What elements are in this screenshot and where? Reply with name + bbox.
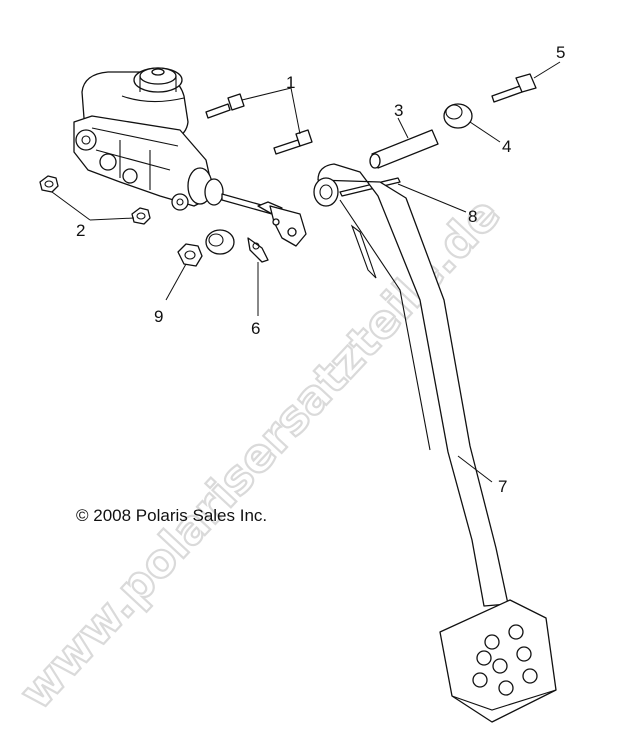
callout-2: 2 [76, 221, 85, 240]
callout-6: 6 [251, 319, 260, 338]
flange-nut-9 [177, 243, 203, 267]
bushing-4 [443, 103, 473, 129]
sleeve-3 [369, 129, 439, 169]
callout-3: 3 [394, 101, 403, 120]
copyright-notice: © 2008 Polaris Sales Inc. [76, 506, 267, 525]
callout-1: 1 [286, 73, 295, 92]
brake-pedal-7 [313, 163, 557, 723]
clip-6 [247, 237, 269, 263]
nut-2a [39, 175, 59, 193]
callout-4: 4 [502, 137, 511, 156]
bolt-1b [273, 129, 313, 155]
bolt-1a [205, 93, 245, 119]
leader-lines [51, 61, 561, 483]
callout-8: 8 [468, 207, 477, 226]
spacer [205, 229, 235, 255]
pad-holes [472, 624, 538, 696]
bolt-5 [491, 73, 537, 103]
callout-5: 5 [556, 43, 565, 62]
watermark: www.polarisersatzteile.de [9, 187, 511, 720]
nut-2b [131, 207, 151, 225]
callout-9: 9 [154, 307, 163, 326]
master-cylinder [73, 67, 307, 247]
callout-7: 7 [498, 477, 507, 496]
